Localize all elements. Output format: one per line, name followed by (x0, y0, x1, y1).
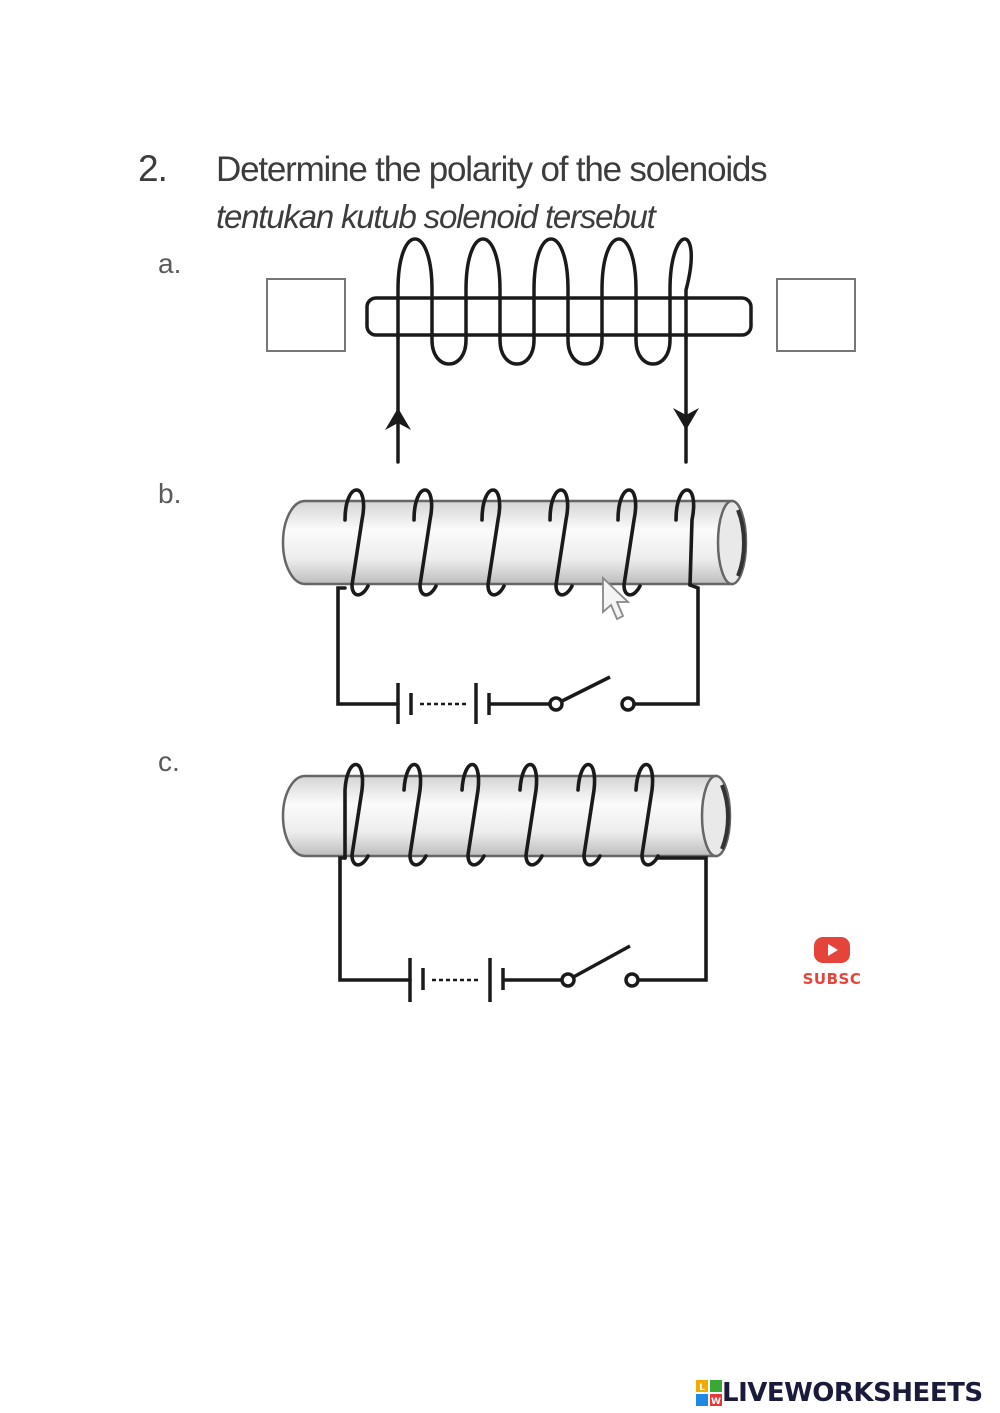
switch-b (548, 675, 636, 712)
youtube-subscribe-label: SUBSC (802, 970, 862, 988)
solenoid-c (281, 762, 732, 1002)
battery-c (408, 958, 562, 1002)
question-number: 2. (138, 148, 168, 189)
logo-letter-l: L (699, 1383, 705, 1393)
mouse-cursor-icon (602, 575, 631, 621)
logo-letter-w: W (711, 1397, 721, 1406)
answer-box-right[interactable] (776, 278, 856, 352)
youtube-subscribe-badge[interactable]: SUBSC (800, 935, 864, 988)
solenoid-b (281, 488, 748, 724)
answer-box-left[interactable] (266, 278, 346, 352)
current-arrow-up-icon (385, 408, 411, 430)
battery-b (396, 683, 550, 724)
switch-c (560, 944, 640, 988)
part-c-label: c. (158, 746, 180, 777)
liveworksheets-wordmark: LIVEWORKSHEETS (722, 1378, 983, 1408)
solenoid-a (365, 237, 753, 464)
question-title: Determine the polarity of the solenoids (216, 150, 768, 189)
current-arrow-down-icon (673, 408, 699, 430)
liveworksheets-brand: L W LIVEWORKSHEETS (696, 1378, 983, 1408)
liveworksheets-logo-icon: L W (696, 1380, 722, 1406)
part-b-label: b. (158, 478, 182, 509)
youtube-play-icon (814, 937, 850, 963)
question-subtitle: tentukan kutub solenoid tersebut (216, 198, 656, 235)
part-a-label: a. (158, 248, 182, 279)
